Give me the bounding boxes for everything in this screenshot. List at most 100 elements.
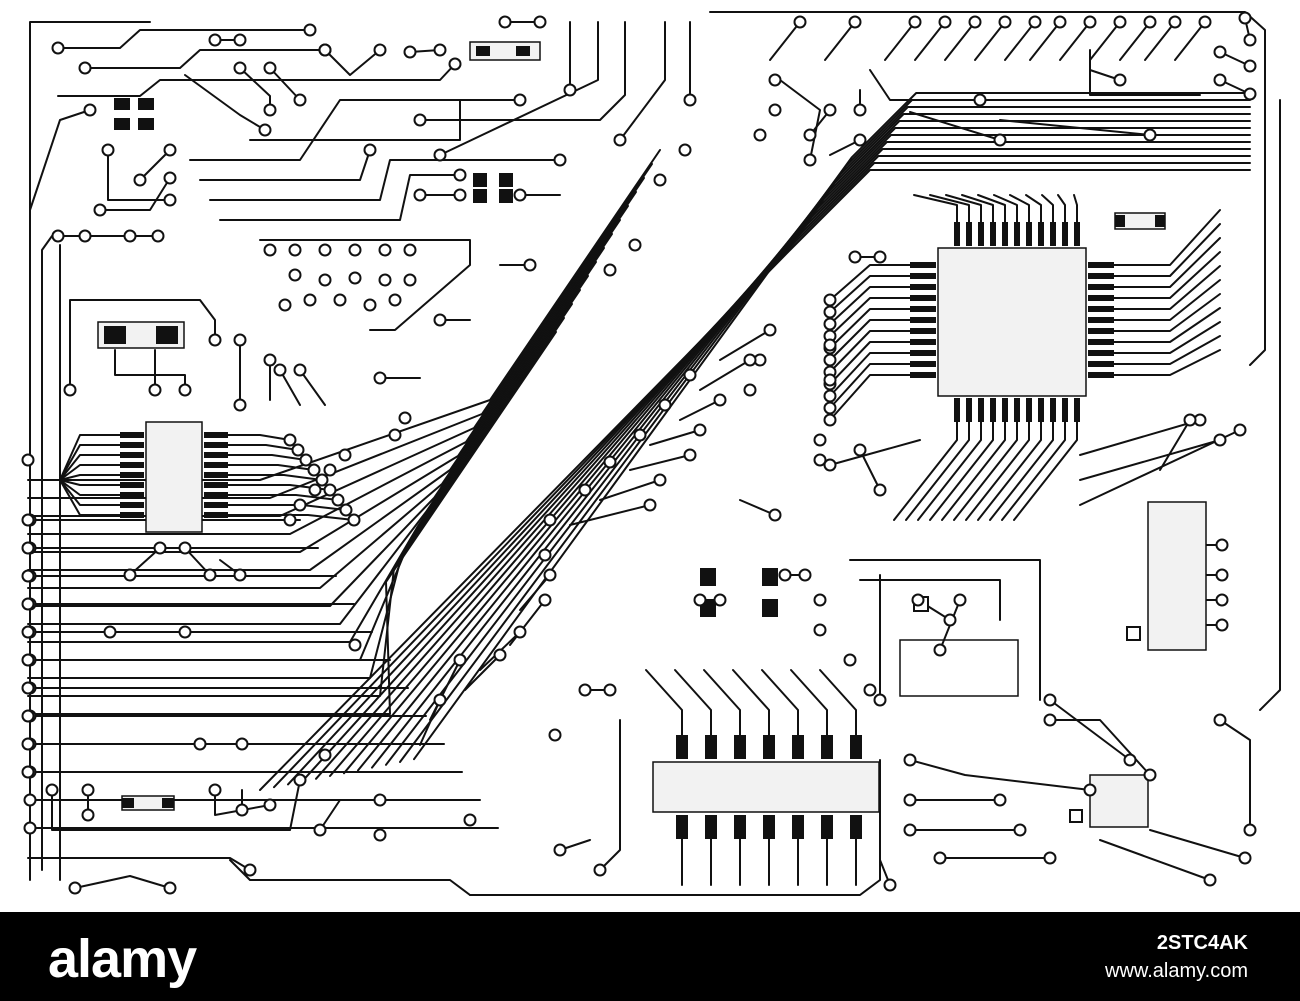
solder-pad — [148, 383, 162, 397]
circuit-trace — [227, 474, 323, 481]
solder-pad — [373, 43, 387, 57]
solder-pad — [543, 568, 557, 582]
solder-pad — [463, 813, 477, 827]
solder-pad — [603, 263, 617, 277]
chip-pin-top — [1026, 222, 1032, 246]
solder-pad — [45, 783, 59, 797]
circuit-trace — [29, 21, 151, 881]
chip-pin-left — [910, 372, 936, 378]
circuit-trace — [413, 92, 1251, 761]
solder-pad — [318, 243, 332, 257]
solder-pad — [23, 821, 37, 835]
circuit-board-svg — [21, 11, 1281, 896]
solder-pad — [68, 881, 82, 895]
circuit-trace — [107, 149, 171, 201]
circuit-trace — [944, 21, 976, 61]
solder-pad — [823, 338, 837, 352]
capacitor-chip — [499, 189, 513, 203]
circuit-trace — [829, 363, 911, 409]
solder-pad — [1213, 713, 1227, 727]
solder-pad — [1113, 73, 1127, 87]
solder-pad — [953, 593, 967, 607]
circuit-trace — [629, 454, 691, 471]
solder-pad — [1213, 73, 1227, 87]
solder-pad — [873, 483, 887, 497]
solder-pad — [123, 568, 137, 582]
solder-pad — [453, 653, 467, 667]
circuit-trace — [219, 174, 461, 221]
solder-pad — [823, 317, 837, 331]
crystal-pad — [156, 326, 178, 344]
solder-pad — [713, 393, 727, 407]
circuit-trace — [27, 303, 573, 679]
ic-pin — [120, 512, 144, 518]
solder-pad — [178, 625, 192, 639]
chip-pin-top — [1050, 222, 1056, 246]
solder-pad — [653, 473, 667, 487]
chip-pin-left — [910, 295, 936, 301]
solder-pad — [1215, 593, 1229, 607]
ic-pin — [120, 452, 144, 458]
solder-pad — [388, 428, 402, 442]
circuit-trace — [27, 191, 637, 535]
solder-pad — [123, 229, 137, 243]
circuit-trace — [1013, 421, 1078, 521]
circuit-trace — [29, 109, 91, 211]
solder-pad — [291, 443, 305, 457]
solder-pad — [448, 57, 462, 71]
solder-pad — [21, 453, 35, 467]
circuit-trace — [905, 421, 970, 521]
circuit-trace — [1113, 349, 1221, 376]
diode-pad — [122, 798, 134, 808]
solder-pad — [578, 483, 592, 497]
solder-pad — [403, 273, 417, 287]
circuit-trace — [1025, 194, 1042, 223]
circuit-trace — [269, 67, 301, 101]
circuit-trace — [1041, 194, 1054, 223]
circuit-trace — [1259, 99, 1281, 711]
solder-pad — [523, 258, 537, 272]
circuit-trace — [59, 464, 121, 481]
solder-pad — [103, 625, 117, 639]
circuit-trace — [993, 194, 1018, 223]
solder-pad — [81, 808, 95, 822]
capacitor-chip — [762, 568, 778, 586]
ic-pin — [204, 442, 228, 448]
solder-pad — [643, 498, 657, 512]
circuit-trace — [1113, 237, 1221, 288]
solder-pad — [288, 243, 302, 257]
chip-pin-right — [1088, 328, 1114, 334]
chip-pin-left — [910, 306, 936, 312]
circuit-trace — [84, 49, 326, 69]
solder-pad — [101, 143, 115, 157]
circuit-trace — [974, 21, 1006, 61]
solder-pad — [93, 203, 107, 217]
circuit-trace — [259, 239, 471, 331]
circuit-trace — [929, 421, 994, 521]
solder-pad — [763, 323, 777, 337]
circuit-trace — [893, 421, 958, 521]
solder-pad — [433, 313, 447, 327]
circuit-trace — [1089, 49, 1201, 96]
circuit-trace — [184, 74, 266, 131]
circuit-trace — [1049, 719, 1151, 776]
solder-pad — [1243, 59, 1257, 73]
circuit-trace — [1059, 21, 1091, 61]
circuit-trace — [273, 162, 1251, 789]
solder-pad — [513, 625, 527, 639]
circuit-trace — [977, 421, 1042, 521]
chip-pin-left — [910, 284, 936, 290]
solder-pad — [51, 229, 65, 243]
solder-pad — [603, 683, 617, 697]
solder-pad — [263, 61, 277, 75]
solder-pad — [373, 371, 387, 385]
solder-pad — [398, 411, 412, 425]
solder-pad — [553, 843, 567, 857]
circuit-trace — [59, 479, 121, 486]
chip-pin-bottom — [1050, 398, 1056, 422]
chip-pin-bottom — [954, 398, 960, 422]
circuit-trace — [829, 352, 911, 397]
circuit-trace — [719, 329, 771, 361]
ic-pin — [204, 512, 228, 518]
solder-pad — [413, 113, 427, 127]
